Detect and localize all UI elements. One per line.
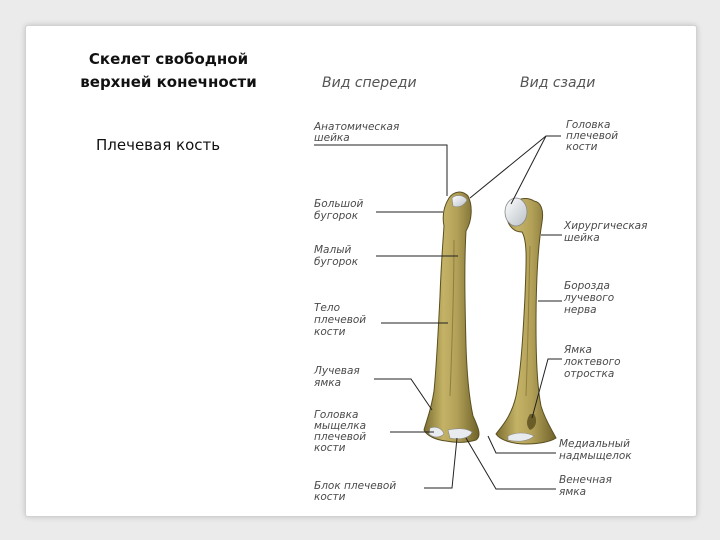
pointer-anatomical-neck [314,144,448,196]
label-greater-tubercle: Большой бугорок [314,198,367,222]
label-anatomical-neck-line-2: шейка [314,132,350,144]
label-lesser-tubercle: Малый бугорок [314,244,359,268]
view-front-title: Вид спереди [322,75,417,91]
pointer-head-front [469,135,561,199]
pointer-radial-fossa [374,378,433,411]
label-olecranon-fossa-line-1: Ямка [563,344,592,356]
slide: Скелет свободной верхней конечности Плеч… [25,25,697,517]
label-surgical-neck: Хирургическая шейка [563,220,651,244]
slide-subtitle: Плечевая кость [96,136,221,154]
label-trochlea: Блок плечевой кости [314,480,400,503]
pointer-medial-epicondyle [487,435,556,454]
title-line-2: верхней конечности [80,73,257,91]
label-capitulum: Головка мыщелка плечевой кости [314,409,369,454]
label-humerus-body: Тело плечевой кости [314,302,369,338]
label-capitulum-line-3: плечевой [314,431,366,443]
humerus-back-view [495,197,557,445]
label-greater-tubercle-line-1: Большой [314,198,364,210]
label-humerus-body-line-2: плечевой [314,314,366,326]
label-radial-groove-line-3: нерва [564,304,597,316]
label-medial-epicondyle-line-1: Медиальный [559,438,630,450]
humerus-figure: Вид спереди Вид сзади Анатомическая шейк… [313,75,651,503]
label-coronoid-fossa-line-1: Венечная [559,474,612,486]
label-capitulum-line-2: мыщелка [314,420,366,432]
label-olecranon-fossa: Ямка локтевого отростка [563,344,624,380]
label-capitulum-line-1: Головка [314,409,358,421]
view-back-title: Вид сзади [520,75,595,91]
pointer-trochlea [424,437,458,489]
label-olecranon-fossa-line-3: отростка [564,368,614,380]
label-humerus-head-line-1: Головка [566,119,610,131]
label-radial-fossa: Лучевая ямка [313,365,363,389]
label-humerus-head-line-2: плечевой [566,130,618,142]
label-anatomical-neck: Анатомическая шейка [313,121,403,144]
label-radial-groove-line-2: лучевого [563,292,614,304]
label-greater-tubercle-line-2: бугорок [314,210,359,222]
label-radial-fossa-line-1: Лучевая [313,365,360,377]
label-lesser-tubercle-line-2: бугорок [314,256,359,268]
slide-title: Скелет свободной верхней конечности [26,48,311,94]
title-line-1: Скелет свободной [88,50,249,68]
label-radial-groove: Борозда лучевого нерва [563,280,618,316]
label-coronoid-fossa: Венечная ямка [559,474,615,498]
label-surgical-neck-line-1: Хирургическая [563,220,647,232]
label-surgical-neck-line-2: шейка [564,232,600,244]
label-medial-epicondyle: Медиальный надмыщелок [559,438,633,462]
label-capitulum-line-4: кости [314,442,346,454]
label-humerus-head-line-3: кости [566,141,598,153]
label-coronoid-fossa-line-2: ямка [559,486,586,498]
label-olecranon-fossa-line-2: локтевого [563,356,621,368]
label-radial-fossa-line-2: ямка [314,377,341,389]
label-humerus-head: Головка плечевой кости [566,119,621,153]
label-trochlea-line-1: Блок плечевой [314,480,396,492]
label-trochlea-line-2: кости [314,491,346,503]
humerus-front-view [423,191,480,443]
pointer-olecranon-fossa [531,358,562,419]
pointer-head-back [510,135,547,205]
pointer-coronoid-fossa [465,437,556,490]
label-humerus-body-line-1: Тело [314,302,340,314]
label-humerus-body-line-3: кости [314,326,346,338]
label-anatomical-neck-line-1: Анатомическая [313,121,399,133]
pointer-lines [314,135,562,490]
label-medial-epicondyle-line-2: надмыщелок [559,450,632,462]
label-lesser-tubercle-line-1: Малый [314,244,351,256]
label-radial-groove-line-1: Борозда [564,280,610,292]
